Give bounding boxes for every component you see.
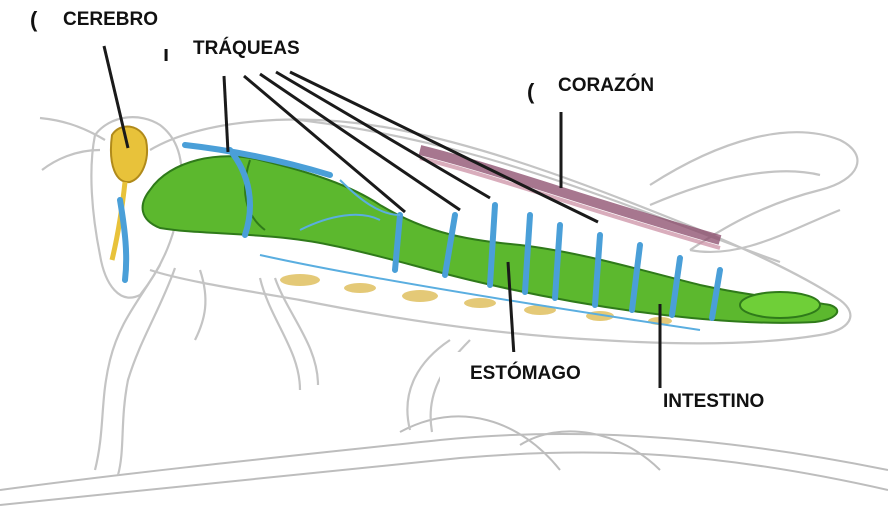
traqueas-leader-1 — [224, 76, 228, 152]
cerebro-label: CEREBRO — [60, 8, 161, 32]
heart-vessel — [420, 150, 720, 248]
label-fragment: ( — [527, 80, 534, 104]
estomago-label: ESTÓMAGO — [440, 352, 595, 396]
label-fragment: ı — [163, 42, 169, 66]
branch — [0, 417, 888, 505]
corazon-label: CORAZÓN — [555, 74, 657, 98]
traqueas-label: TRÁQUEAS — [190, 37, 303, 61]
intestino-label: INTESTINO — [660, 390, 767, 414]
label-fragment: ( — [30, 8, 37, 32]
